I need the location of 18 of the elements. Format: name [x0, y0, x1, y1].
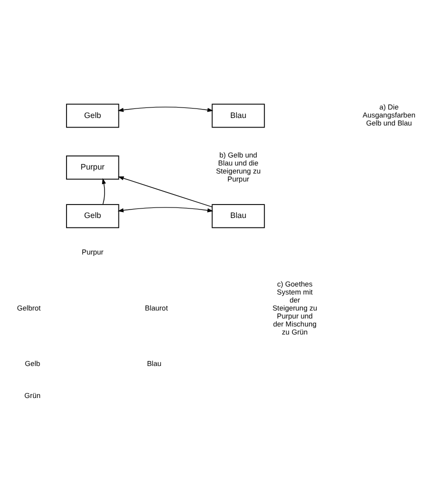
arrow: [118, 207, 214, 212]
node-box: Purpur: [66, 156, 120, 180]
node-box: Gelb: [66, 104, 120, 128]
label: a) Die Ausgangsfarben Gelb und Blau: [362, 102, 416, 128]
node-box: Blau: [212, 104, 265, 128]
arrow: [102, 178, 106, 205]
label: Grün: [24, 391, 41, 400]
label: Gelbrot: [16, 303, 41, 312]
label: c) Goethes System mit der Steigerung zu Purpur und der Mischung zu Grün: [272, 279, 318, 336]
label: Gelb: [24, 359, 40, 368]
label: Blaurot: [144, 303, 168, 312]
label: b) Gelb und Blau und die Steigerung zu Purpur: [216, 150, 261, 184]
label: Blau: [146, 359, 162, 368]
node-box: Blau: [212, 204, 265, 228]
arrow: [118, 176, 212, 208]
arrow: [118, 106, 214, 112]
node-box: Gelb: [66, 204, 120, 228]
label: Purpur: [82, 248, 104, 257]
